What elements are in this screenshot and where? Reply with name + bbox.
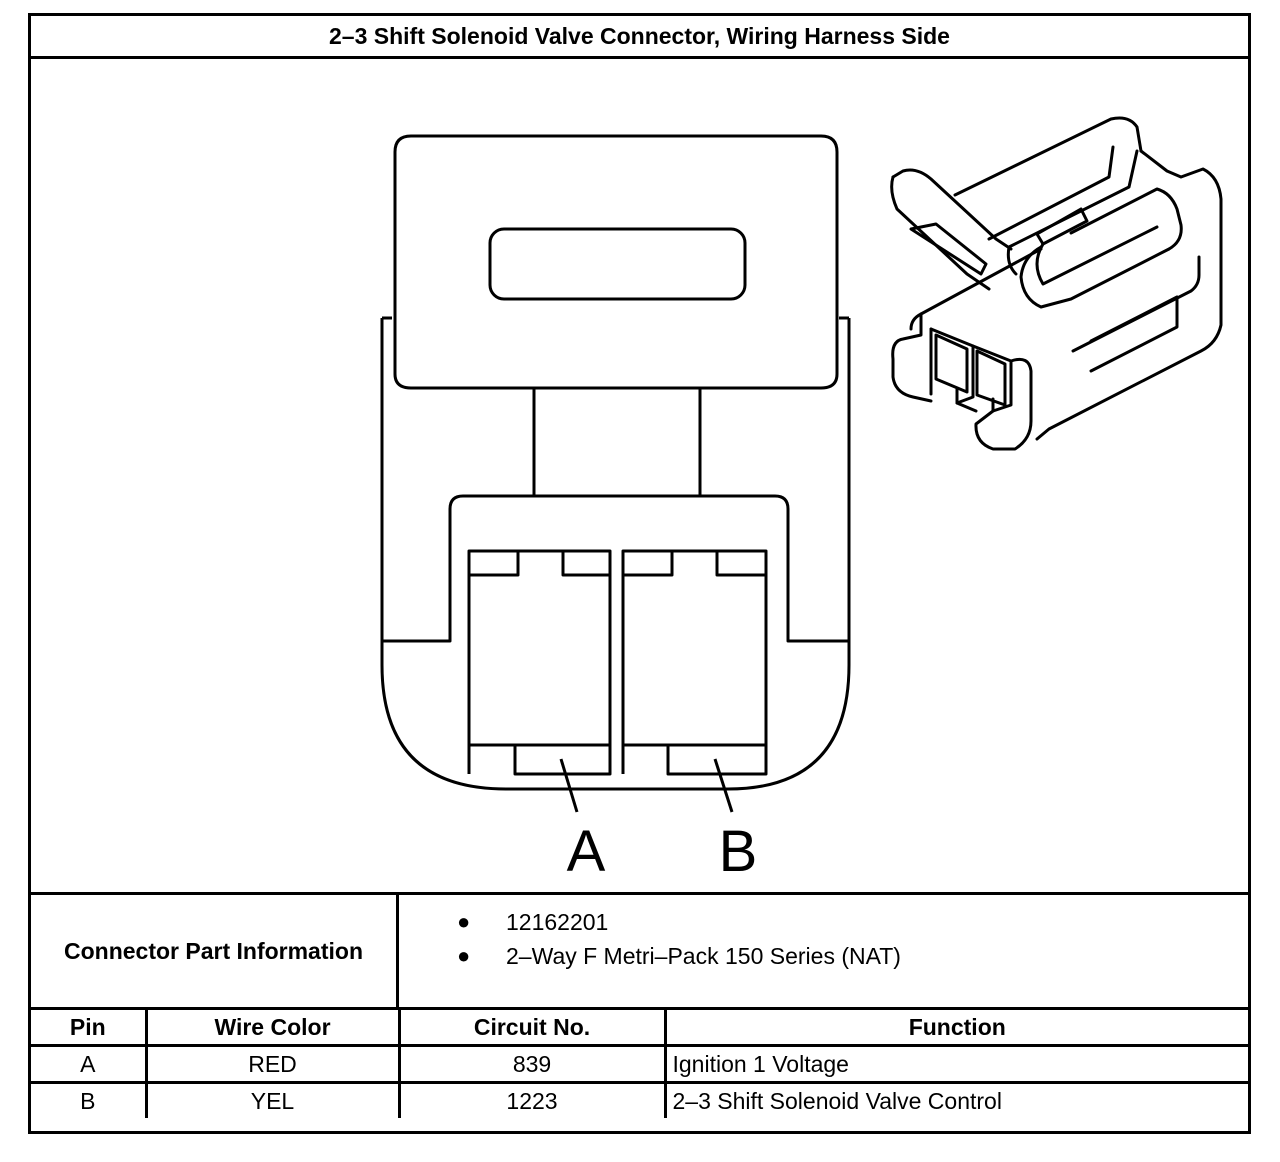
latch-cover xyxy=(393,134,839,390)
bullet-icon: ● xyxy=(457,943,471,968)
cavity-b xyxy=(621,549,768,776)
cell-function: 2–3 Shift Solenoid Valve Control xyxy=(663,1081,1248,1118)
connector-info-label: Connector Part Information xyxy=(31,895,399,1007)
header-pin: Pin xyxy=(31,1010,148,1047)
cavity-a xyxy=(467,549,612,776)
leader-line-b xyxy=(713,758,734,813)
header-circuit: Circuit No. xyxy=(397,1010,667,1047)
cell-pin: B xyxy=(31,1081,148,1118)
connector-sheet: 2–3 Shift Solenoid Valve Connector, Wiri… xyxy=(28,13,1251,1134)
connector-isometric-view xyxy=(890,116,1223,451)
header-wire-color: Wire Color xyxy=(144,1010,401,1047)
pin-table: Pin Wire Color Circuit No. Function A RE… xyxy=(31,1010,1248,1118)
terminal-housing xyxy=(382,494,849,643)
cell-circuit: 839 xyxy=(397,1044,667,1084)
connector-info-list: ● 12162201 ● 2–Way F Metri–Pack 150 Seri… xyxy=(399,905,901,973)
part-number: 12162201 xyxy=(506,909,609,935)
table-row: B YEL 1223 2–3 Shift Solenoid Valve Cont… xyxy=(31,1081,1248,1118)
list-item: ● 12162201 xyxy=(399,905,901,939)
pin-label-a: A xyxy=(567,819,606,884)
connector-series: 2–Way F Metri–Pack 150 Series (NAT) xyxy=(506,943,901,969)
cell-pin: A xyxy=(31,1044,148,1084)
leader-line-a xyxy=(559,758,579,813)
cell-wire-color: RED xyxy=(144,1044,401,1084)
pin-label-b: B xyxy=(719,819,758,884)
list-item: ● 2–Way F Metri–Pack 150 Series (NAT) xyxy=(399,939,901,973)
connector-body-outline xyxy=(380,318,851,791)
cell-wire-color: YEL xyxy=(144,1081,401,1118)
latch-slot xyxy=(488,227,747,301)
header-function: Function xyxy=(663,1010,1248,1047)
diagram-title: 2–3 Shift Solenoid Valve Connector, Wiri… xyxy=(31,16,1248,59)
connector-face-view: A B xyxy=(380,116,1223,884)
cell-function: Ignition 1 Voltage xyxy=(663,1044,1248,1084)
connector-part-info: Connector Part Information ● 12162201 ● … xyxy=(31,892,1248,1010)
cell-circuit: 1223 xyxy=(397,1081,667,1118)
table-header-row: Pin Wire Color Circuit No. Function xyxy=(31,1010,1248,1047)
table-row: A RED 839 Ignition 1 Voltage xyxy=(31,1044,1248,1084)
connector-drawing: A B xyxy=(31,59,1248,892)
bullet-icon: ● xyxy=(457,909,471,934)
